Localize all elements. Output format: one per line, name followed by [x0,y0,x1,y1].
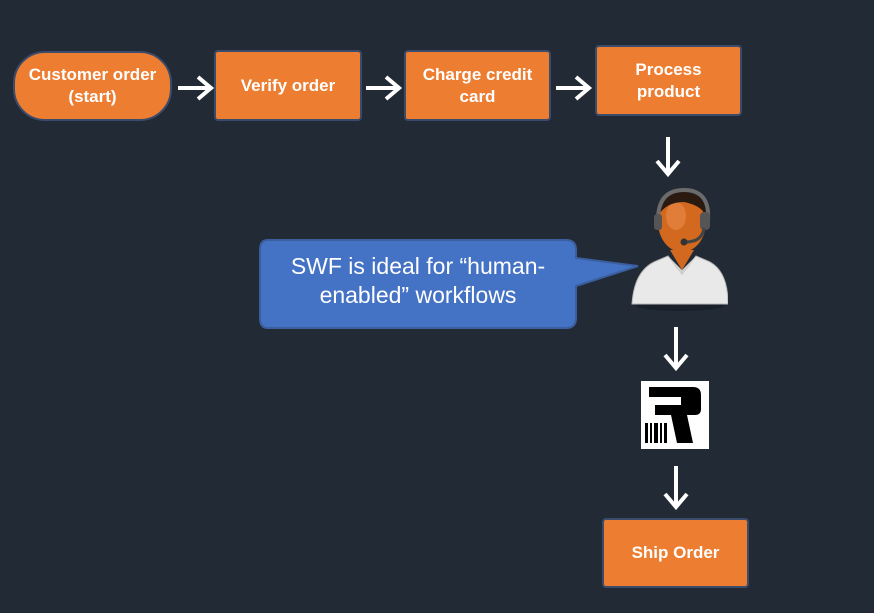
down-arrow-icon [663,466,689,511]
barcode-scanner-icon [641,381,709,449]
charge-credit-card-label: Charge credit card [422,64,533,106]
verify-order-label: Verify order [240,75,336,95]
right-arrow-icon [556,75,593,101]
customer-service-agent-icon [631,187,728,311]
callout-text: SWF is ideal for “human- enabled” workfl… [290,253,546,308]
down-arrow-icon [655,137,681,178]
verify-order-node: Verify order [214,50,362,121]
callout-bubble: SWF is ideal for “human- enabled” workfl… [258,238,644,330]
ship-order-node: Ship Order [602,518,749,588]
down-arrow-icon [663,327,689,372]
process-product-node: Process product [595,45,742,116]
customer-order-label: Customer order (start) [28,65,157,106]
customer-order-start-node: Customer order (start) [13,51,172,121]
callout-shape [259,239,639,329]
ship-order-label: Ship Order [631,543,720,562]
right-arrow-icon [366,75,403,101]
right-arrow-icon [178,75,215,101]
process-product-label: Process product [635,59,702,101]
charge-credit-card-node: Charge credit card [404,50,551,121]
